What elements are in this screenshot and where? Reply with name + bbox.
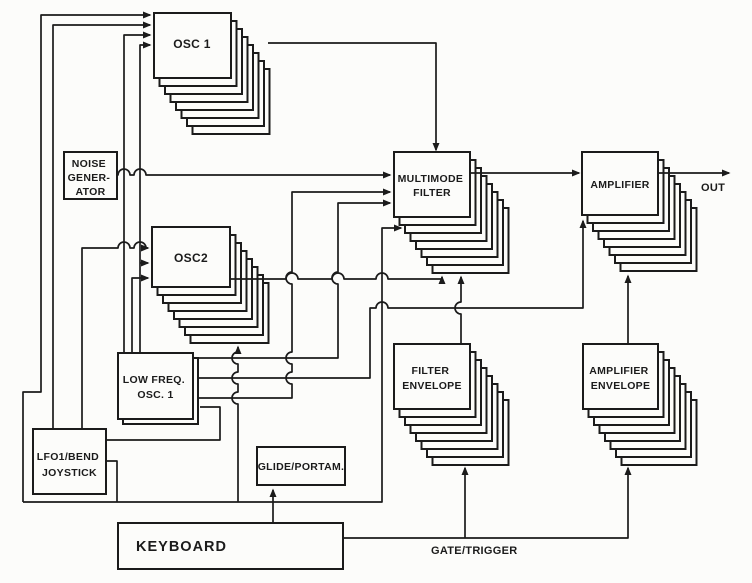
stack-box-layer — [151, 226, 231, 288]
joystick-label: LFO1/BEND JOYSTICK — [37, 451, 102, 479]
multimode-filter-label: MULTIMODE FILTER — [398, 173, 467, 199]
wires — [22, 11, 731, 539]
glide-portamento-block: GLIDE/PORTAM. — [256, 446, 346, 486]
joystick-block: LFO1/BEND JOYSTICK — [32, 428, 107, 495]
stack-box-layer — [63, 151, 118, 200]
osc1-label: OSC 1 — [173, 37, 211, 51]
filter-envelope-block: FILTER ENVELOPE — [393, 343, 510, 466]
wire-gate-to-ampenv — [343, 466, 632, 539]
multimode-filter-block: MULTIMODE FILTER — [393, 151, 510, 274]
osc2-label: OSC2 — [174, 251, 208, 265]
amplifier-label: AMPLIFIER — [590, 179, 649, 191]
wire-osc2-to-filter — [230, 272, 446, 284]
wire-joystick-to-bus — [106, 460, 118, 502]
stack-box-layer — [393, 343, 471, 410]
amplifier-block: AMPLIFIER — [581, 151, 698, 272]
keyboard-label: KEYBOARD — [136, 539, 227, 555]
wire-lfo-to-amplifier — [198, 219, 587, 379]
noise-generator-label: NOISE GENER- ATOR — [68, 158, 114, 198]
stack-box-layer — [582, 343, 659, 410]
noise-generator-block: NOISE GENER- ATOR — [63, 151, 118, 200]
low-freq-osc-label: LOW FREQ. OSC. 1 — [123, 374, 188, 401]
stack-box-layer — [256, 446, 346, 486]
wire-lfo-to-osc1-b — [139, 41, 152, 353]
wire-filterenv-to-filter — [454, 275, 465, 344]
osc1-block: OSC 1 — [153, 12, 271, 135]
wire-joystick-to-lfo — [106, 406, 221, 441]
amplifier-envelope-label: AMPLIFIER ENVELOPE — [589, 365, 652, 392]
gate-trigger-label: GATE/TRIGGER — [431, 545, 518, 557]
wire-joystick-to-osc1 — [52, 21, 152, 429]
wire-bend-bus-to-filter — [23, 224, 403, 503]
amplifier-envelope-block: AMPLIFIER ENVELOPE — [582, 343, 698, 466]
stack-box-layer — [393, 151, 471, 218]
osc2-block: OSC2 — [151, 226, 270, 344]
wire-osc1-to-filter — [268, 42, 440, 152]
stack-box-layer — [117, 522, 344, 570]
stack-box-layer — [117, 352, 194, 420]
filter-envelope-label: FILTER ENVELOPE — [402, 365, 462, 392]
wire-bend-bus-to-osc2 — [231, 345, 242, 502]
glide-portamento-label: GLIDE/PORTAM. — [258, 461, 345, 473]
stack-box-layer — [581, 151, 659, 216]
keyboard-block: KEYBOARD — [117, 522, 344, 570]
wire-noise-to-filter — [117, 168, 392, 179]
low-freq-osc-block: LOW FREQ. OSC. 1 — [117, 352, 199, 425]
stack-box-layer — [153, 12, 232, 79]
wire-joystick-to-osc2 — [81, 241, 150, 429]
out-label: OUT — [701, 182, 725, 194]
wire-lfo-to-osc1-a — [123, 31, 152, 353]
wire-lfo-to-osc2 — [131, 274, 150, 353]
wire-bend-to-osc1 — [22, 11, 152, 502]
